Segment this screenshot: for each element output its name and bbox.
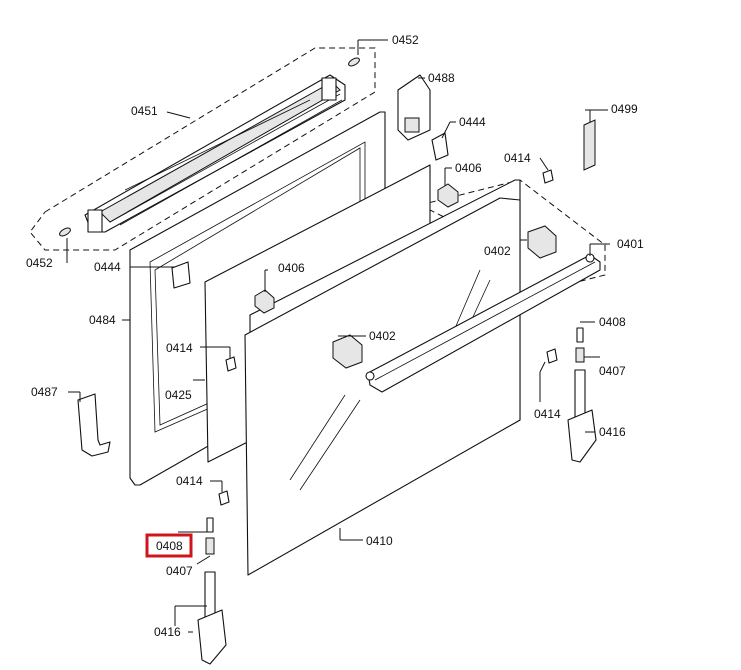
label-0407-right: 0407 <box>599 364 626 378</box>
label-0402-mid: 0402 <box>369 329 396 343</box>
label-0414-topright: 0414 <box>504 151 531 165</box>
label-0452-left: 0452 <box>26 256 53 270</box>
small-parts <box>77 74 597 665</box>
label-0416-right: 0416 <box>599 425 626 439</box>
label-0444-top: 0444 <box>459 115 486 129</box>
label-0402-top: 0402 <box>484 244 511 258</box>
label-0408-right: 0408 <box>599 315 626 329</box>
part-labels: 0452 0451 0452 0488 0444 0499 0406 0414 … <box>26 33 644 639</box>
label-0488: 0488 <box>428 71 455 85</box>
label-0499: 0499 <box>611 102 638 116</box>
label-0425: 0425 <box>165 388 192 402</box>
label-0401: 0401 <box>617 237 644 251</box>
label-0406-top: 0406 <box>455 161 482 175</box>
label-0444-left: 0444 <box>94 260 121 274</box>
label-0484: 0484 <box>89 313 116 327</box>
label-0487: 0487 <box>31 385 58 399</box>
highlight-box <box>145 533 193 558</box>
label-0414-mid: 0414 <box>166 341 193 355</box>
leader-lines <box>66 39 610 633</box>
label-0414-bottom: 0414 <box>176 474 203 488</box>
label-0407-left: 0407 <box>166 564 193 578</box>
label-0414-right: 0414 <box>534 407 561 421</box>
label-0452-top: 0452 <box>392 33 419 47</box>
label-0408-left: 0408 <box>156 539 183 553</box>
label-0406-mid: 0406 <box>278 261 305 275</box>
label-0410: 0410 <box>366 534 393 548</box>
label-0451: 0451 <box>131 104 158 118</box>
hinge-pin-parts <box>59 57 360 237</box>
door-handle-part <box>84 74 346 233</box>
label-0416-left: 0416 <box>154 625 181 639</box>
